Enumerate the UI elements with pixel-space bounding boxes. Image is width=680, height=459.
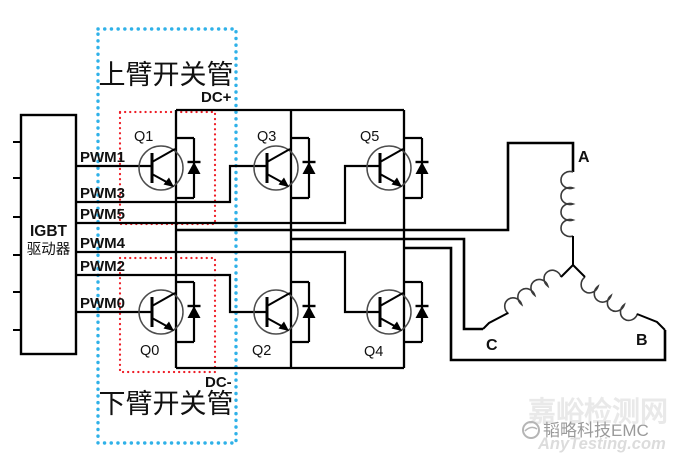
phase-b-label: B bbox=[636, 332, 648, 349]
driver-input-stubs bbox=[13, 141, 21, 331]
pwm-labels: PWM1 PWM3 PWM5 PWM4 PWM2 PWM0 bbox=[80, 149, 126, 312]
dc-plus-label: DC+ bbox=[201, 89, 232, 106]
winding-a-coil bbox=[560, 170, 574, 238]
lower-switch-box bbox=[118, 256, 217, 374]
leg2-diode-ties bbox=[291, 136, 309, 344]
diode-icon-q2 bbox=[301, 280, 317, 344]
phase-c-label: C bbox=[486, 337, 498, 354]
driver-title: IGBT bbox=[30, 223, 68, 240]
transistor-labels: Q1 Q3 Q5 Q0 Q2 Q4 bbox=[134, 129, 383, 360]
diode-icon-q5 bbox=[414, 136, 430, 200]
pwm-wires bbox=[76, 164, 380, 314]
diode-icon-q1 bbox=[186, 136, 202, 200]
winding-c-coil bbox=[500, 266, 563, 315]
phase-labels: A B C bbox=[486, 149, 648, 354]
phase-a-label: A bbox=[578, 149, 590, 166]
bridge-wires bbox=[174, 108, 422, 370]
pwm2-label: PWM2 bbox=[80, 258, 125, 275]
watermark-logo-icon bbox=[522, 421, 540, 439]
upper-arm-label: 上臂开关管 bbox=[99, 60, 234, 90]
phase-c-wire bbox=[291, 237, 483, 331]
watermark-brand: 韬略科技EMC bbox=[543, 421, 649, 440]
phase-a-wire bbox=[176, 141, 575, 232]
wire-pwm2 bbox=[76, 273, 267, 314]
driver-subtitle: 驱动器 bbox=[27, 241, 71, 258]
motor-windings bbox=[482, 170, 666, 331]
winding-b-lead bbox=[572, 264, 666, 331]
igbt-driver-block: IGBT 驱动器 bbox=[13, 113, 78, 356]
winding-c-lead bbox=[482, 264, 574, 330]
q5-label: Q5 bbox=[360, 129, 379, 145]
winding-b-coil bbox=[576, 275, 639, 325]
dc-minus-label: DC- bbox=[205, 374, 232, 391]
q3-label: Q3 bbox=[257, 129, 276, 145]
pwm4-label: PWM4 bbox=[80, 235, 126, 252]
pwm0-label: PWM0 bbox=[80, 295, 125, 312]
leg1-diode-ties bbox=[176, 136, 194, 344]
pwm3-label: PWM3 bbox=[80, 185, 125, 202]
wire-pwm5 bbox=[76, 164, 380, 225]
watermark: 嘉峪检测网 韬略科技EMC AnyTesting.com bbox=[522, 395, 668, 453]
wire-pwm3 bbox=[76, 164, 267, 204]
phase-wires bbox=[176, 141, 667, 362]
diode-icon-q0 bbox=[186, 280, 202, 344]
leg3-diode-ties bbox=[404, 136, 422, 344]
phase-b-wire bbox=[404, 246, 667, 362]
watermark-site-name: 嘉峪检测网 bbox=[528, 395, 668, 427]
q4-label: Q4 bbox=[364, 344, 383, 360]
q2-label: Q2 bbox=[252, 343, 271, 359]
q1-label: Q1 bbox=[134, 129, 153, 145]
pwm1-label: PWM1 bbox=[80, 149, 125, 166]
pwm5-label: PWM5 bbox=[80, 206, 125, 223]
lower-arm-label: 下臂开关管 bbox=[99, 389, 234, 419]
wire-pwm4 bbox=[76, 250, 380, 314]
diode-icon-q3 bbox=[301, 136, 317, 200]
watermark-url: AnyTesting.com bbox=[537, 435, 666, 453]
arm-annotation-box bbox=[96, 27, 238, 445]
diode-icon-q4 bbox=[414, 280, 430, 344]
watermark-logo-swoosh bbox=[524, 426, 538, 432]
q0-label: Q0 bbox=[140, 343, 159, 359]
